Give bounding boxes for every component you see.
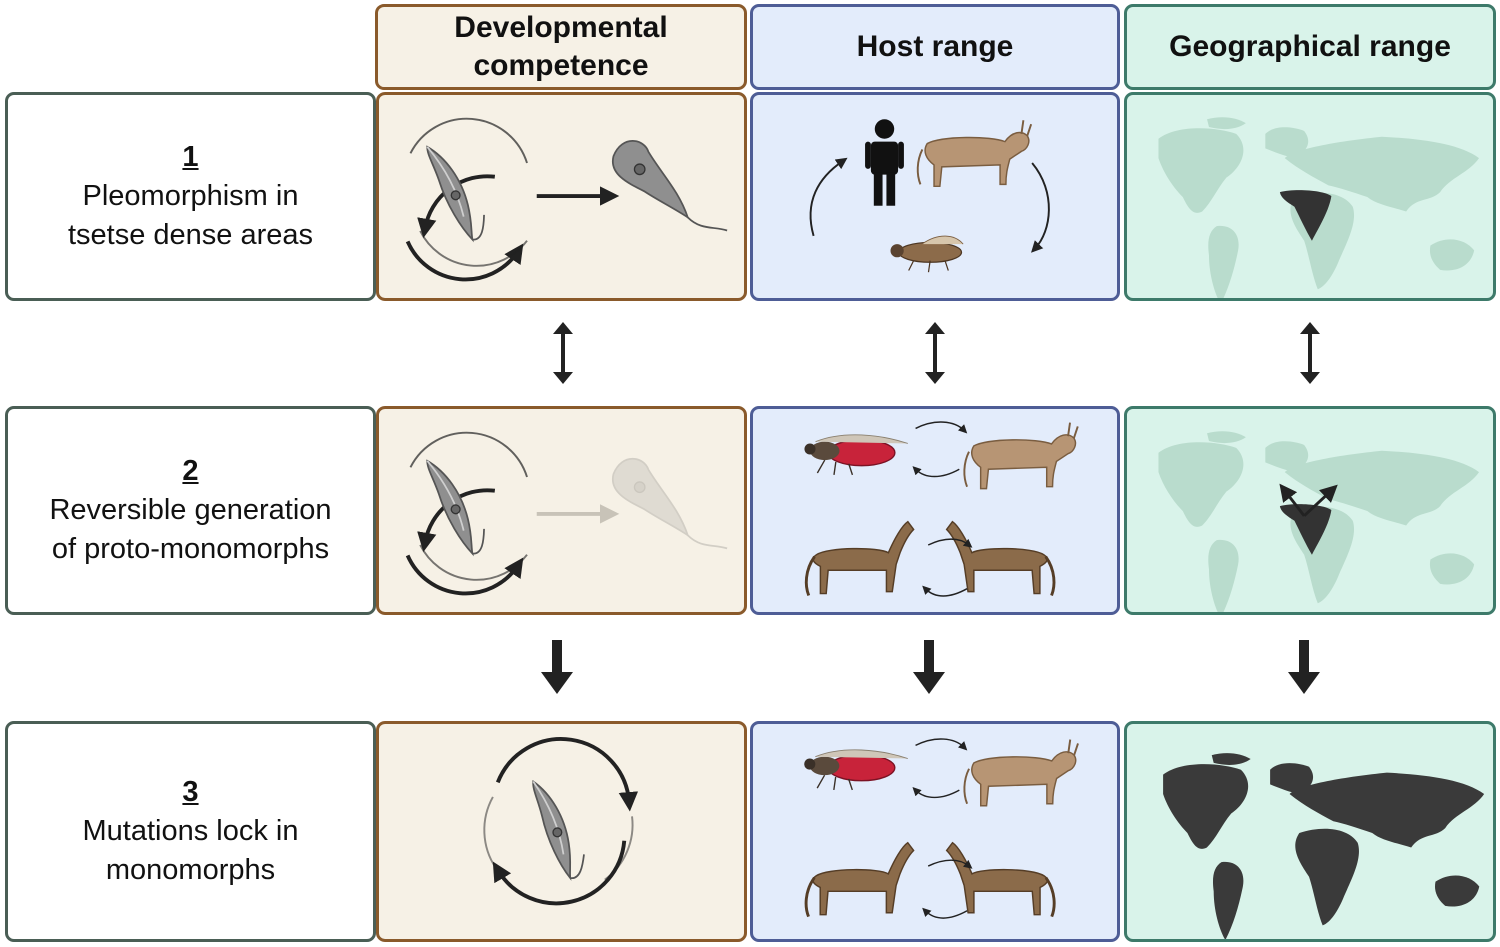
cycle-arrow-icon [405, 240, 524, 282]
header-developmental-competence: Developmental competence [375, 4, 747, 90]
geo-panel-2 [1124, 406, 1496, 615]
header-host-text: Host range [856, 30, 1014, 63]
africa-region [1279, 504, 1332, 555]
monomorph-cycle-illustration [483, 737, 639, 906]
down-arrow-icon [541, 640, 573, 694]
row-label-line1: Mutations lock in [82, 815, 299, 847]
horse-icon [945, 841, 1056, 919]
horse-icon [945, 520, 1056, 597]
tsetse-fly-icon [889, 235, 964, 273]
row-label-line2: of proto-monomorphs [51, 533, 330, 565]
down-arrow-icon [913, 640, 945, 694]
spread-arrow-icon [1303, 484, 1338, 517]
pleomorphic-cycle-illustration [405, 117, 728, 282]
cycle-arrow-icon [915, 738, 968, 751]
down-arrow-icon [1288, 640, 1320, 694]
row-label-line2: monomorphs [105, 854, 276, 886]
blood-feeding-fly-icon [803, 434, 909, 476]
cycle-arrow-icon [809, 157, 848, 237]
double-arrow-icon [925, 322, 945, 384]
host-transmission-illustration [803, 421, 1079, 597]
trypanosome-icon [421, 450, 493, 559]
header-geographical-range: Geographical range [1124, 4, 1496, 90]
header-developmental-line2: competence [473, 49, 649, 82]
geo-panel-1 [1124, 92, 1496, 301]
world-map-icon [1158, 431, 1480, 612]
trypanosome-stumpy-faded-icon [611, 457, 728, 550]
world-map-icon [1158, 117, 1480, 298]
human-icon [865, 119, 904, 206]
horse-icon [804, 520, 916, 597]
cycle-arrow-icon [495, 737, 639, 812]
africa-region [1279, 190, 1332, 241]
dev-panel-2 [376, 406, 747, 615]
header-geo-text: Geographical range [1169, 30, 1451, 63]
row-number: 2 [182, 455, 199, 487]
double-arrow-icon [553, 322, 573, 384]
trypanosome-icon [527, 772, 592, 883]
row-label-3: 3 Mutations lock in monomorphs [5, 721, 376, 942]
world-map-icon [1163, 753, 1485, 939]
proto-monomorph-cycle-illustration [405, 431, 728, 596]
geo-panel-3 [1124, 721, 1496, 942]
header-host-range: Host range [750, 4, 1120, 90]
row-label-line1: Reversible generation [49, 494, 332, 526]
host-panel-2 [750, 406, 1120, 615]
cycle-arrow-icon [915, 421, 968, 434]
host-transmission-illustration [803, 738, 1079, 919]
row-label-line2: tsetse dense areas [67, 219, 314, 251]
dev-panel-1 [376, 92, 747, 301]
horse-icon [804, 841, 916, 919]
host-cycle-illustration [809, 119, 1050, 273]
row-label-1: 1 Pleomorphism in tsetse dense areas [5, 92, 376, 301]
cow-icon [916, 119, 1033, 188]
spread-arrow-icon [1279, 483, 1306, 517]
host-panel-1 [750, 92, 1120, 301]
row-number: 1 [182, 141, 199, 173]
cow-icon [963, 738, 1079, 807]
dev-panel-3 [376, 721, 747, 942]
cow-icon [963, 421, 1079, 490]
row-label-2: 2 Reversible generation of proto-monomor… [5, 406, 376, 615]
blood-feeding-fly-icon [803, 749, 909, 791]
trypanosome-icon [421, 136, 493, 245]
host-panel-3 [750, 721, 1120, 942]
trypanosome-stumpy-icon [611, 140, 728, 232]
double-arrow-icon [1300, 322, 1320, 384]
row-label-line1: Pleomorphism in [82, 180, 299, 212]
header-developmental-line1: Developmental [454, 11, 668, 44]
row-number: 3 [182, 776, 199, 808]
